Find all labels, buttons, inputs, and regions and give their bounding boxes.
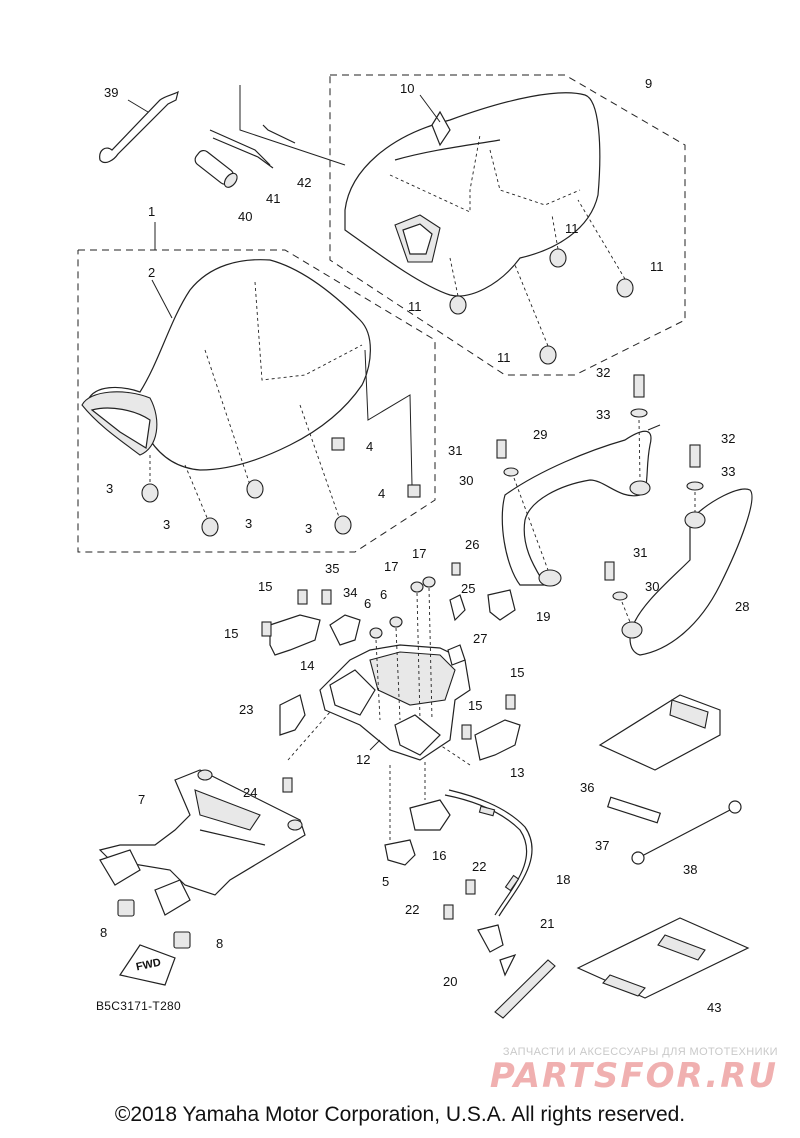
front-seat-assembly <box>77 222 436 553</box>
callout-8b: 8 <box>216 936 224 951</box>
callout-35: 35 <box>325 561 340 576</box>
callout-18: 18 <box>556 872 571 887</box>
callout-9: 9 <box>645 76 653 91</box>
callout-3: 3 <box>106 481 114 496</box>
callout-2: 2 <box>148 265 156 280</box>
callout-21: 21 <box>540 916 555 931</box>
callout-17b: 17 <box>412 546 427 561</box>
callout-31b: 31 <box>633 545 648 560</box>
callout-20: 20 <box>443 974 458 989</box>
seat-lock-cable <box>444 789 556 1019</box>
callout-6: 6 <box>380 587 388 602</box>
callout-6b: 6 <box>364 596 372 611</box>
callout-12: 12 <box>356 752 371 767</box>
callout-25: 25 <box>461 581 476 596</box>
callout-11c: 11 <box>408 299 422 314</box>
callout-13: 13 <box>510 765 525 780</box>
drawing-code: B5C3171-T280 <box>96 999 181 1013</box>
callout-33: 33 <box>596 407 611 422</box>
rear-seat-assembly <box>329 74 686 376</box>
callout-4b: 4 <box>378 486 386 501</box>
callout-31: 31 <box>448 443 463 458</box>
callout-29: 29 <box>533 427 548 442</box>
small-parts-top <box>99 85 346 188</box>
callout-3b: 3 <box>163 517 171 532</box>
callout-3d: 3 <box>305 521 313 536</box>
callout-42: 42 <box>297 175 312 190</box>
callout-22: 22 <box>472 859 487 874</box>
callout-10: 10 <box>400 81 415 96</box>
callout-7: 7 <box>138 792 146 807</box>
callout-24: 24 <box>243 785 258 800</box>
accessories <box>576 694 750 999</box>
callout-15d: 15 <box>468 698 483 713</box>
callout-30b: 30 <box>645 579 660 594</box>
callout-37: 37 <box>595 838 610 853</box>
callout-1: 1 <box>148 204 156 219</box>
callout-4: 4 <box>366 439 374 454</box>
callout-11b: 11 <box>650 259 664 274</box>
callout-26: 26 <box>465 537 480 552</box>
callout-43: 43 <box>707 1000 722 1015</box>
callout-32: 32 <box>596 365 611 380</box>
callout-14: 14 <box>300 658 315 673</box>
callout-22b: 22 <box>405 902 420 917</box>
callout-30: 30 <box>459 473 474 488</box>
callout-39: 39 <box>104 85 119 100</box>
grab-bars <box>496 374 753 656</box>
callout-40: 40 <box>238 209 253 224</box>
callout-27: 27 <box>473 631 488 646</box>
seat-lock-bracket <box>261 562 521 920</box>
callout-15b: 15 <box>224 626 239 641</box>
callout-32b: 32 <box>721 431 736 446</box>
storage-frame <box>98 769 306 986</box>
watermark-logo: PARTSFOR.RU <box>489 1056 778 1096</box>
callout-19: 19 <box>536 609 551 624</box>
callout-8: 8 <box>100 925 108 940</box>
parts-diagram <box>77 74 753 1019</box>
callout-34: 34 <box>343 585 358 600</box>
callout-41: 41 <box>266 191 281 206</box>
callout-38: 38 <box>683 862 698 877</box>
callout-15c: 15 <box>510 665 525 680</box>
callout-36: 36 <box>580 780 595 795</box>
callout-17: 17 <box>384 559 399 574</box>
callout-33b: 33 <box>721 464 736 479</box>
copyright-text: ©2018 Yamaha Motor Corporation, U.S.A. A… <box>114 1103 686 1126</box>
callout-3c: 3 <box>245 516 253 531</box>
callout-11d: 11 <box>497 350 511 365</box>
callout-28: 28 <box>735 599 750 614</box>
callout-16: 16 <box>432 848 447 863</box>
watermark-subtitle: ЗАПЧАСТИ И АКСЕССУАРЫ ДЛЯ МОТОТЕХНИКИ <box>502 1046 778 1058</box>
callout-11: 11 <box>565 221 579 236</box>
callout-23: 23 <box>239 702 254 717</box>
callout-5: 5 <box>382 874 390 889</box>
callout-15: 15 <box>258 579 273 594</box>
